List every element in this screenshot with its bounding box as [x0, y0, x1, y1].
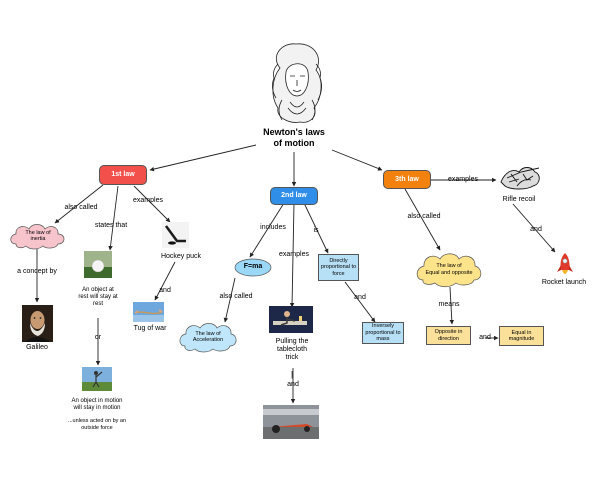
rocket-launch-label: Rocket launch [541, 279, 587, 286]
rifle-recoil-sketch [497, 160, 543, 192]
link-examples-third: examples [448, 176, 478, 183]
cloud-law-of-acceleration[interactable] [177, 321, 239, 353]
first-law-node[interactable]: 1st law [99, 165, 147, 185]
cloud-equal-and-opposite[interactable] [414, 251, 484, 288]
fma-text: F=ma [243, 263, 263, 271]
galileo-portrait-icon [22, 305, 53, 342]
inversely-proportional-box[interactable]: Inversely proportional to mass [362, 322, 404, 344]
tug-of-war-photo [133, 302, 164, 322]
object-in-motion-label: An object in motion will stay in motion [71, 398, 123, 411]
cloud-law-of-inertia[interactable] [8, 222, 68, 250]
equal-and-opposite-text: The law of Equal and opposite [425, 263, 473, 276]
link-and-equal: and [479, 334, 491, 341]
law-of-acceleration-text: The law of Acceleration [192, 330, 224, 344]
unless-label: ...unless acted on by an outside force [67, 418, 127, 431]
link-also-called-third: also called [407, 213, 441, 220]
link-and-inverse: and [354, 294, 366, 301]
law-of-inertia-text: The law of inertia [25, 229, 51, 243]
link-also-called-first: also called [64, 204, 98, 211]
link-examples-first: examples [133, 197, 163, 204]
link-a-concept-by: a concept by [17, 268, 57, 275]
link-and-rocket: and [530, 226, 542, 233]
hockey-puck-label: Hockey puck [160, 253, 202, 260]
opposite-direction-box[interactable]: Opposite in direction [426, 326, 471, 345]
tablecloth-trick-photo [269, 306, 313, 333]
dragster-photo [263, 405, 319, 439]
link-states-that: states that [94, 222, 128, 229]
second-law-node[interactable]: 2nd law [270, 187, 318, 205]
link-examples-second: examples [279, 251, 309, 258]
rocket-icon [557, 253, 573, 274]
rifle-recoil-label: Rifle recoil [502, 196, 536, 203]
equal-magnitude-box[interactable]: Equal in magnitude [499, 326, 544, 346]
map-title: Newton's laws of motion [263, 127, 325, 148]
link-means: means [438, 301, 460, 308]
fma-ellipse[interactable] [234, 258, 272, 277]
tug-of-war-label: Tug of war [133, 325, 167, 332]
hockey-puck-photo [162, 222, 189, 248]
link-also-called-second: also called [219, 293, 253, 300]
golfer-photo [82, 367, 112, 391]
directly-proportional-box[interactable]: Directly proportional to force [318, 254, 359, 281]
link-and-tablecloth: and [287, 381, 299, 388]
link-or: or [94, 334, 102, 341]
link-includes: includes [260, 224, 286, 231]
newton-portrait-icon [272, 43, 322, 123]
third-law-node[interactable]: 3th law [383, 170, 431, 189]
golf-ball-photo [84, 251, 112, 278]
tablecloth-connector-bar: | [291, 370, 294, 379]
link-is: is [313, 227, 319, 234]
link-and-tug: and [159, 287, 171, 294]
galileo-label: Galileo [26, 344, 48, 351]
object-at-rest-label: An object at rest will stay at rest [78, 287, 118, 307]
tablecloth-trick-label: Pulling the tablecloth trick [275, 338, 309, 361]
